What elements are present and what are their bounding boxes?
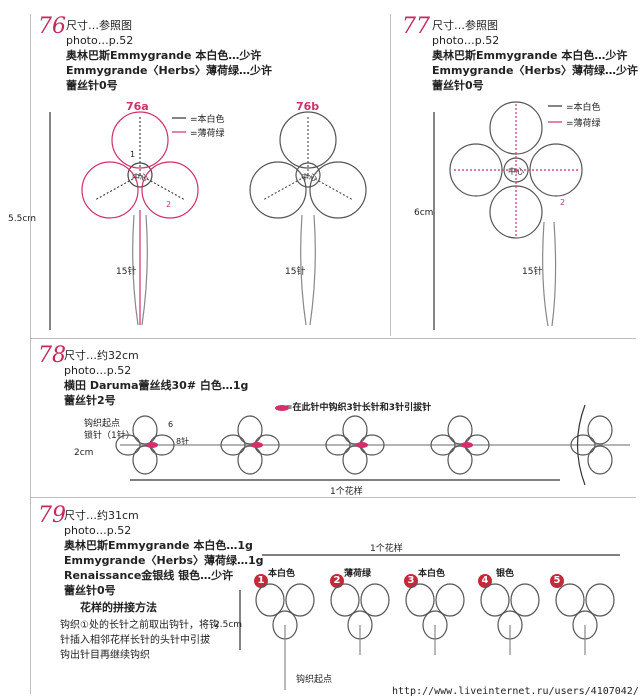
info-line: Emmygrande〈Herbs〉薄荷绿…少许 <box>66 64 273 77</box>
stem-count-76b: 15针 <box>285 267 306 277</box>
divider <box>30 338 636 339</box>
pattern-number-76: 76 <box>38 14 66 39</box>
info-line: photo…p.52 <box>432 34 500 47</box>
start-label-79: 钩织起点 <box>296 675 333 685</box>
info-line: 尺寸…参照图 <box>66 19 132 32</box>
count-8: 8针 <box>176 437 190 446</box>
motif-79-row <box>239 554 620 690</box>
page-margin-line <box>30 14 31 694</box>
height-76: 5.5cm <box>8 214 37 224</box>
center-76b: 中心 <box>301 173 317 182</box>
info-line: 蕾丝针0号 <box>432 79 484 92</box>
pattern-number-78: 78 <box>38 343 66 368</box>
info-line: Emmygrande〈Herbs〉薄荷绿…少许 <box>432 64 639 77</box>
method-line: 针插入相邻花样长针的头针中引拔 <box>60 635 210 646</box>
info-line: photo…p.52 <box>64 524 132 537</box>
repeat-78: 1个花样 <box>330 487 363 497</box>
pink-marker <box>275 405 289 411</box>
step-badge-1: 1 <box>254 574 268 588</box>
chain-label-78: 锁针（1针） <box>84 431 135 441</box>
pattern-number-79: 79 <box>38 503 66 528</box>
info-line: 蕾丝针0号 <box>64 584 116 597</box>
stem-count-77: 15针 <box>522 267 543 277</box>
round-mark-2: 2 <box>166 200 172 209</box>
step-badge-4: 4 <box>478 574 492 588</box>
legend-white: =本白色 <box>566 103 601 113</box>
divider <box>390 14 391 336</box>
joining-method-text: 钩织①处的长针之前取出钩针，将钩 针插入相邻花样长针的头针中引拔 钩出针目再继续… <box>60 618 219 663</box>
info-line: 蕾丝针0号 <box>66 79 118 92</box>
motif-78-chain <box>115 404 630 486</box>
info-line: 奥林巴斯Emmygrande 本白色…1g <box>64 539 253 552</box>
stem-count-76a: 15针 <box>116 267 137 277</box>
joining-method-title: 花样的拼接方法 <box>80 601 157 614</box>
height-79: 2.5cm <box>214 620 243 630</box>
start-label-78: 钩织起点 <box>84 419 121 429</box>
round-mark-2: 2 <box>560 198 566 207</box>
info-line: Renaissance金银线 银色…少许 <box>64 569 234 582</box>
label-76b: 76b <box>296 100 320 113</box>
height-78: 2cm <box>74 448 94 458</box>
step-badge-3: 3 <box>404 574 418 588</box>
info-line: 尺寸…参照图 <box>432 19 498 32</box>
method-line: 钩织①处的长针之前取出钩针，将钩 <box>60 620 219 631</box>
info-line: 尺寸…约31cm <box>64 509 139 522</box>
color-label-4: 银色 <box>496 569 515 579</box>
legend-mint: =薄荷绿 <box>190 129 225 139</box>
watermark-url: http://www.liveinternet.ru/users/4107042… <box>392 686 639 697</box>
step-badge-5: 5 <box>550 574 564 588</box>
pattern-78-info: 尺寸…约32cm photo…p.52 横田 Daruma蕾丝线30# 白色…1… <box>64 348 248 408</box>
color-label-1: 本白色 <box>268 569 296 579</box>
info-line: photo…p.52 <box>64 364 132 377</box>
info-line: 奥林巴斯Emmygrande 本白色…少许 <box>432 49 628 62</box>
height-77: 6cm <box>414 208 434 218</box>
motif-76b <box>249 111 367 326</box>
pattern-76-info: 尺寸…参照图 photo…p.52 奥林巴斯Emmygrande 本白色…少许 … <box>66 18 272 93</box>
legend-mint: =薄荷绿 <box>566 119 601 129</box>
info-line: 奥林巴斯Emmygrande 本白色…少许 <box>66 49 262 62</box>
round-mark-1: 1 <box>130 150 136 159</box>
motif-76a <box>81 111 199 326</box>
divider <box>30 497 636 498</box>
pattern-77-info: 尺寸…参照图 photo…p.52 奥林巴斯Emmygrande 本白色…少许 … <box>432 18 638 93</box>
info-line: 蕾丝针2号 <box>64 394 116 407</box>
color-label-3: 本白色 <box>418 569 446 579</box>
repeat-79: 1个花样 <box>370 544 403 554</box>
pattern-79-info: 尺寸…约31cm photo…p.52 奥林巴斯Emmygrande 本白色…1… <box>64 508 264 598</box>
label-76a: 76a <box>126 100 149 113</box>
note-78: =在此针中钩织3针长针和3针引拔针 <box>285 403 432 413</box>
info-line: 横田 Daruma蕾丝线30# 白色…1g <box>64 379 249 392</box>
center-76a: 中心 <box>132 173 148 182</box>
method-line: 钩出针目再继续钩织 <box>60 650 150 661</box>
pattern-number-77: 77 <box>402 14 430 39</box>
color-label-2: 薄荷绿 <box>344 569 372 579</box>
info-line: photo…p.52 <box>66 34 134 47</box>
info-line: Emmygrande〈Herbs〉薄荷绿…1g <box>64 554 264 567</box>
motif-77 <box>449 101 583 327</box>
count-6: 6 <box>168 420 174 429</box>
info-line: 尺寸…约32cm <box>64 349 139 362</box>
legend-white: =本白色 <box>190 115 225 125</box>
